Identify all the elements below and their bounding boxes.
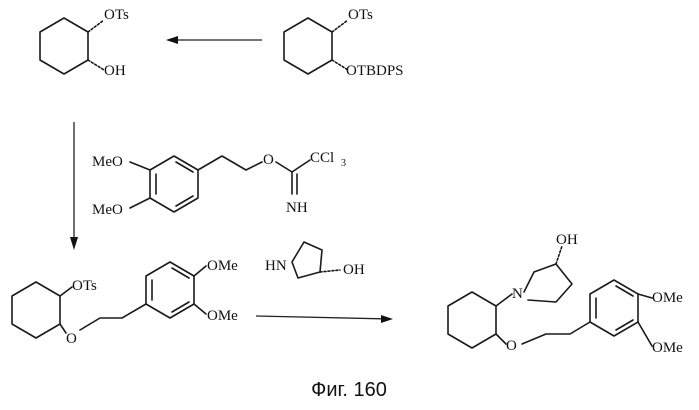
label-hn: HN [265, 258, 287, 274]
label-o: O [506, 338, 517, 354]
molecule-top-left: OTs OH [40, 7, 129, 79]
molecule-bottom-left: OTs O OMe OMe [12, 258, 238, 347]
label-oh: OH [104, 63, 126, 79]
molecule-top-right: OTs OTBDPS [284, 7, 404, 79]
reaction-arrow-top [166, 36, 262, 44]
label-meo-top: MeO [92, 154, 123, 170]
label-otbdps: OTBDPS [346, 63, 404, 79]
label-ots: OTs [72, 278, 97, 294]
molecule-bottom-right: OH N O OMe OMe [448, 232, 683, 356]
label-nh: NH [286, 200, 308, 216]
label-ots: OTs [104, 7, 129, 23]
label-ome-top: OMe [207, 258, 238, 274]
reaction-arrow-down [70, 122, 78, 250]
label-meo-bottom: MeO [92, 202, 123, 218]
label-oh: OH [556, 232, 578, 248]
label-o: O [66, 331, 77, 347]
label-ccl: CCl [310, 150, 334, 166]
label-n: N [512, 286, 523, 302]
label-ccl-subscript: 3 [341, 158, 346, 169]
label-ots: OTs [348, 7, 373, 23]
label-ome-bottom: OMe [652, 340, 683, 356]
label-oh: OH [343, 262, 365, 278]
label-ome-top: OMe [652, 290, 683, 306]
molecule-reagent-1: MeO MeO O CCl 3 NH [92, 150, 346, 218]
label-ome-bottom: OMe [207, 308, 238, 324]
molecule-reagent-2: HN OH [265, 242, 365, 278]
reaction-arrow-bottom [256, 315, 393, 323]
figure-caption: Фиг. 160 [311, 379, 387, 401]
label-o: O [263, 152, 274, 168]
